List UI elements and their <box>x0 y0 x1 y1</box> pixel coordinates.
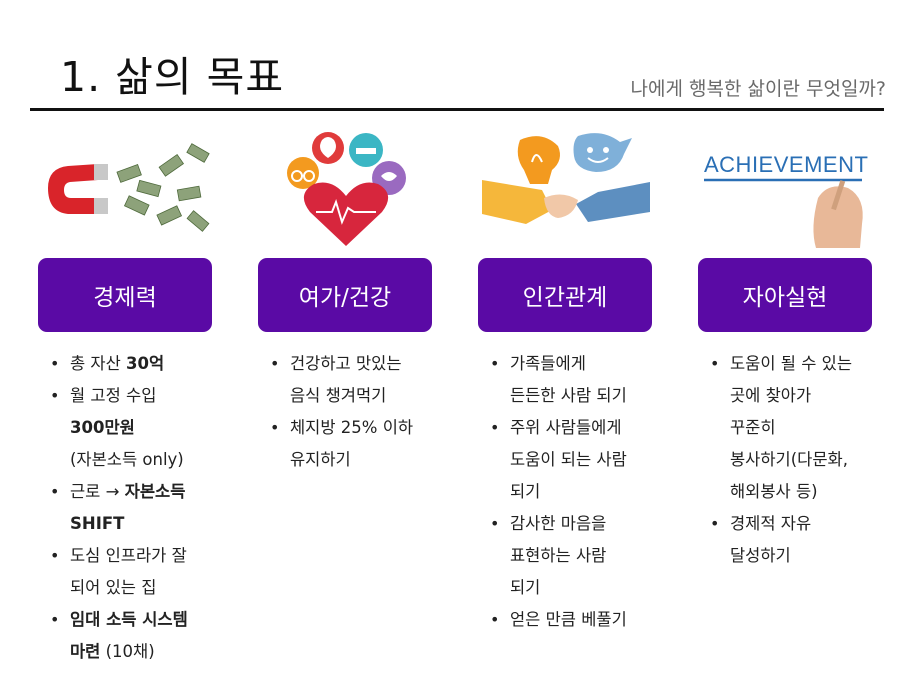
list-item: 가족들에게 <box>478 348 658 380</box>
list-item: 유지하기 <box>258 444 438 476</box>
list-item: 꾸준히 <box>698 412 878 444</box>
item-text: 유지하기 <box>290 450 351 469</box>
list-item: 총 자산 30억 <box>38 348 218 380</box>
item-text: 총 자산 <box>70 354 127 373</box>
list-item: 도심 인프라가 잘 <box>38 540 218 572</box>
title-divider <box>30 108 884 111</box>
bold-text: SHIFT <box>70 514 125 533</box>
category-box-economy: 경제력 <box>38 258 212 332</box>
item-text: 체지방 25% 이하 <box>290 418 414 437</box>
handshake-idea-icon <box>482 133 650 224</box>
item-text: 가족들에게 <box>510 354 586 373</box>
category-box-leisure-health: 여가/건강 <box>258 258 432 332</box>
health-leisure-icon <box>287 132 406 246</box>
list-item: 얻은 만큼 베풀기 <box>478 604 658 636</box>
item-text: 음식 챙겨먹기 <box>290 386 387 405</box>
list-item: (자본소득 only) <box>38 444 218 476</box>
page-title: 1. 삶의 목표 <box>60 53 285 101</box>
page-subtitle: 나에게 행복한 삶이란 무엇일까? <box>630 78 886 100</box>
list-item: 주위 사람들에게 <box>478 412 658 444</box>
list-item: SHIFT <box>38 508 218 540</box>
category-box-self-realization: 자아실현 <box>698 258 872 332</box>
item-text: 표현하는 사람 <box>510 546 607 565</box>
category-box-relationships: 인간관계 <box>478 258 652 332</box>
bold-text: 30억 <box>126 354 165 373</box>
item-text: 해외봉사 등) <box>730 482 818 501</box>
list-item: 마련 (10채) <box>38 636 218 668</box>
list-item: 임대 소득 시스템 <box>38 604 218 636</box>
bold-text: 300만원 <box>70 418 135 437</box>
list-item: 되기 <box>478 572 658 604</box>
list-item: 되어 있는 집 <box>38 572 218 604</box>
item-text: 도심 인프라가 잘 <box>70 546 187 565</box>
list-item: 건강하고 맛있는 <box>258 348 438 380</box>
list-item: 300만원 <box>38 412 218 444</box>
item-text: 도움이 될 수 있는 <box>730 354 852 373</box>
goal-list-economy: 총 자산 30억월 고정 수입 300만원 (자본소득 only) 근로 → 자본소득… <box>38 348 218 668</box>
item-text: 든든한 사람 되기 <box>510 386 627 405</box>
item-text: 되어 있는 집 <box>70 578 157 597</box>
list-item: 감사한 마음을 <box>478 508 658 540</box>
magnet-money-icon <box>48 143 210 232</box>
list-item: 되기 <box>478 476 658 508</box>
list-item: 근로 → 자본소득 <box>38 476 218 508</box>
item-text: 주위 사람들에게 <box>510 418 622 437</box>
achievement-word: ACHIEVEMENT <box>704 152 868 177</box>
list-item: 음식 챙겨먹기 <box>258 380 438 412</box>
achievement-hand-icon: ACHIEVEMENT <box>704 152 868 248</box>
bold-text: 마련 <box>70 642 101 661</box>
list-item: 월 고정 수입 <box>38 380 218 412</box>
item-text: 달성하기 <box>730 546 791 565</box>
item-text: 얻은 만큼 베풀기 <box>510 610 627 629</box>
bold-text: 자본소득 <box>124 482 186 501</box>
item-text: 되기 <box>510 482 541 501</box>
item-text: 되기 <box>510 578 541 597</box>
item-text: 곳에 찾아가 <box>730 386 812 405</box>
item-text: 꾸준히 <box>730 418 776 437</box>
item-text: 경제적 자유 <box>730 514 812 533</box>
list-item: 든든한 사람 되기 <box>478 380 658 412</box>
item-text: 월 고정 수입 <box>70 386 157 405</box>
item-text: 도움이 되는 사람 <box>510 450 627 469</box>
list-item: 봉사하기(다문화, <box>698 444 878 476</box>
list-item: 체지방 25% 이하 <box>258 412 438 444</box>
list-item: 도움이 될 수 있는 <box>698 348 878 380</box>
item-text: 건강하고 맛있는 <box>290 354 402 373</box>
item-text: (자본소득 only) <box>70 450 184 469</box>
list-item: 달성하기 <box>698 540 878 572</box>
item-text: 봉사하기(다문화, <box>730 450 848 469</box>
item-text: 근로 → <box>70 482 125 501</box>
list-item: 도움이 되는 사람 <box>478 444 658 476</box>
list-item: 해외봉사 등) <box>698 476 878 508</box>
bold-text: 임대 소득 시스템 <box>70 610 188 629</box>
list-item: 표현하는 사람 <box>478 540 658 572</box>
item-text: 감사한 마음을 <box>510 514 607 533</box>
list-item: 곳에 찾아가 <box>698 380 878 412</box>
list-item: 경제적 자유 <box>698 508 878 540</box>
item-text: (10채) <box>100 642 155 661</box>
